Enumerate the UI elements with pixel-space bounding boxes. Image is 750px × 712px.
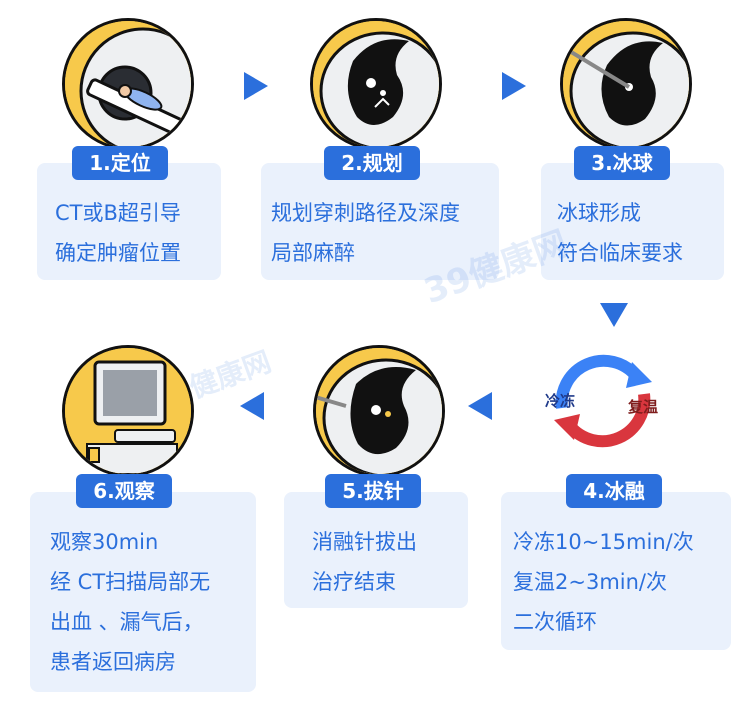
step-4-badge: 4.冰融 [566, 474, 662, 508]
needle-insertion-icon [560, 18, 692, 150]
freeze-thaw-cycle-icon [540, 348, 666, 454]
arrow-right-icon [244, 72, 268, 100]
rewarm-label: 复温 [628, 398, 659, 416]
step-6-badge: 6.观察 [76, 474, 172, 508]
freeze-label: 冷冻 [545, 392, 576, 410]
arrow-right-icon [502, 72, 526, 100]
step-5-line-2: 治疗结束 [312, 570, 396, 594]
step-2-line-1: 规划穿刺路径及深度 [271, 201, 460, 225]
step-3-badge: 3.冰球 [574, 146, 670, 180]
arrow-left-icon [468, 392, 492, 420]
step-2-badge: 2.规划 [324, 146, 420, 180]
step-1-line-2: 确定肿瘤位置 [55, 241, 181, 265]
step-5-badge: 5.拔针 [325, 474, 421, 508]
step-3-card: 冰球形成 符合临床要求 [541, 163, 724, 280]
step-3-line-2: 符合临床要求 [557, 241, 683, 265]
step-4-line-2: 复温2~3min/次 [513, 570, 667, 594]
step-2-card: 规划穿刺路径及深度 局部麻醉 [261, 163, 499, 280]
needle-removal-icon [313, 345, 445, 477]
step-6-line-1: 观察30min [50, 530, 159, 554]
step-1-badge: 1.定位 [72, 146, 168, 180]
step-5-card: 消融针拔出 治疗结束 [284, 492, 468, 608]
step-3-line-1: 冰球形成 [557, 201, 641, 225]
step-2-line-2: 局部麻醉 [271, 241, 355, 265]
step-4-line-3: 二次循环 [513, 610, 597, 634]
step-1-line-1: CT或B超引导 [55, 201, 181, 225]
step-6-card: 观察30min 经 CT扫描局部无 出血 、漏气后， 患者返回病房 [30, 492, 256, 692]
step-6-line-2: 经 CT扫描局部无 [50, 570, 211, 594]
ct-scanner-icon [62, 18, 194, 150]
step-5-line-1: 消融针拔出 [312, 530, 417, 554]
step-6-line-3: 出血 、漏气后， [50, 610, 204, 634]
monitor-icon [62, 345, 194, 477]
step-4-card: 冷冻10~15min/次 复温2~3min/次 二次循环 [501, 492, 731, 650]
arrow-left-icon [240, 392, 264, 420]
step-4-line-1: 冷冻10~15min/次 [513, 530, 694, 554]
lung-scan-icon [310, 18, 442, 150]
step-1-card: CT或B超引导 确定肿瘤位置 [37, 163, 221, 280]
step-6-line-4: 患者返回病房 [50, 650, 176, 674]
arrow-down-icon [600, 303, 628, 327]
